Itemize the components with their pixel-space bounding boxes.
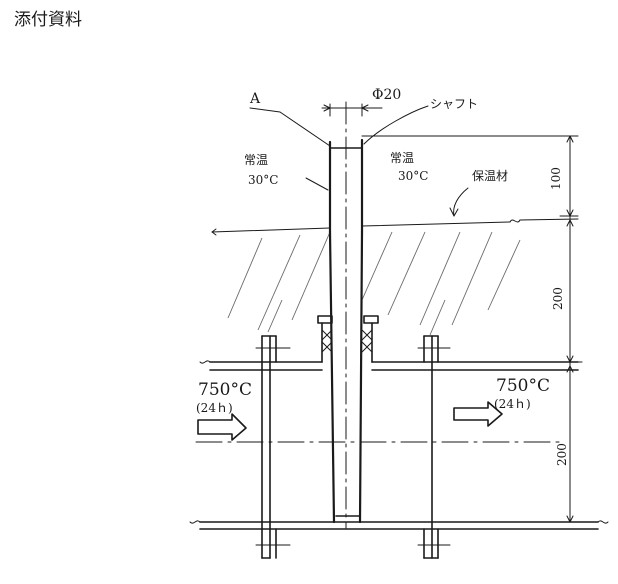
left-flange — [255, 335, 291, 559]
inlet-duration-label: (24ｈ) — [196, 401, 233, 415]
dimension-top: 100 — [549, 167, 563, 190]
vertical-dimension — [559, 135, 583, 523]
normal-temp-left-value: 30°C — [248, 173, 279, 187]
insulation-label: 保温材 — [472, 169, 509, 183]
shaft-label: シャフト — [430, 97, 479, 111]
pipe-bottom-wall — [189, 520, 609, 530]
diameter-dimension — [321, 103, 383, 117]
inlet-temp-label: 750°C — [198, 380, 252, 400]
normal-temp-right-label: 常温 — [390, 151, 415, 165]
diameter-label: Φ20 — [372, 87, 402, 103]
normal-temp-right-value: 30°C — [398, 169, 429, 183]
dimension-middle: 200 — [551, 287, 565, 310]
outlet-duration-label: (24ｈ) — [494, 397, 531, 411]
right-flange — [417, 335, 451, 559]
outlet-arrow-icon — [453, 401, 503, 427]
dimension-bottom: 200 — [555, 443, 569, 466]
page-title: 添付資料 — [14, 10, 82, 30]
insulation-hatching — [227, 231, 521, 336]
leader-lines — [249, 105, 469, 217]
normal-temp-left-label: 常温 — [244, 153, 269, 167]
shaft — [328, 101, 364, 529]
insulation-top-line — [211, 218, 579, 236]
outlet-temp-label: 750°C — [496, 376, 550, 396]
gland-seal — [317, 315, 379, 363]
pipe-top-wall — [199, 360, 579, 371]
point-a-label: A — [250, 91, 261, 107]
temp-leader-left — [305, 177, 329, 191]
inlet-arrow-icon — [197, 413, 247, 441]
